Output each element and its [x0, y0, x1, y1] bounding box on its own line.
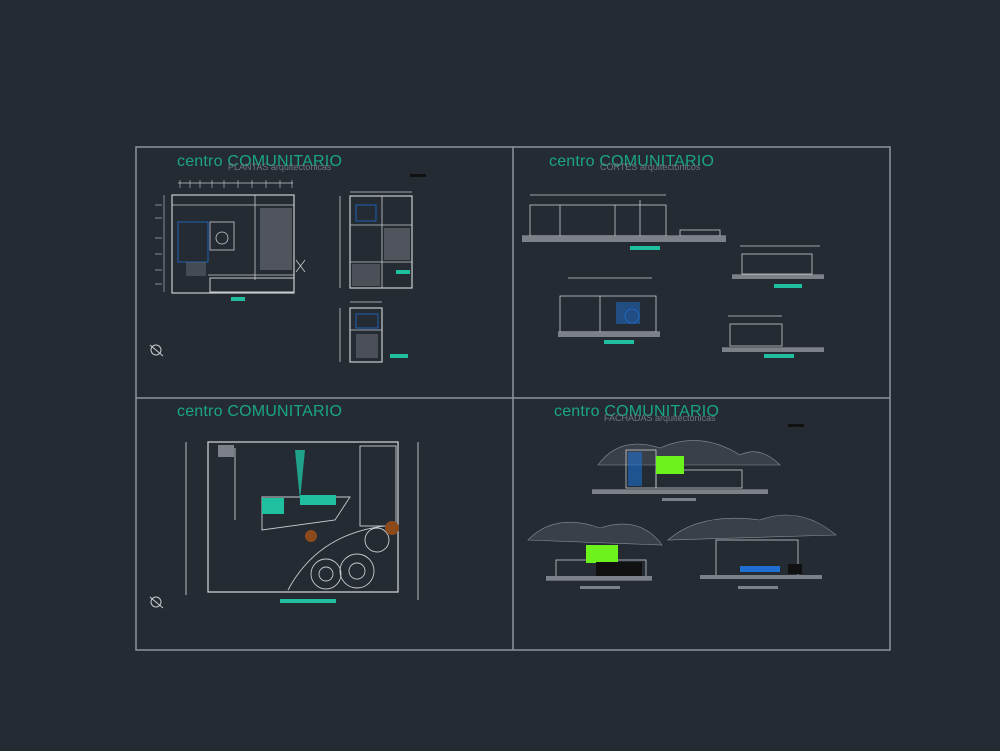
panel-plantas-drawings — [155, 180, 413, 363]
north-arrow-icon — [149, 344, 164, 357]
north-arrow-icon-2 — [149, 596, 164, 609]
panel-fachadas-fills — [546, 424, 822, 589]
panel-title-cortes: centro COMUNITARIO — [549, 153, 715, 170]
panel-title-conjunto: centro COMUNITARIO — [177, 403, 343, 420]
panel-title-plantas: centro COMUNITARIO — [177, 153, 343, 170]
panel-plantas-hatch — [186, 208, 410, 358]
panel-cortes-fills — [522, 236, 824, 358]
sheet-frame — [135, 146, 891, 651]
panel-cortes-drawings — [522, 194, 824, 349]
panel-title-fachadas: centro COMUNITARIO — [554, 403, 720, 420]
panel-conjunto-fills — [218, 445, 399, 603]
panel-plantas-labels — [231, 174, 426, 358]
panel-subtitle-plantas: PLANTAS arquitectonicas — [228, 162, 332, 172]
panel-fachadas-trees — [527, 440, 837, 546]
panel-subtitle-cortes: CORTES arquitectonicos — [600, 162, 701, 172]
panel-subtitle-fachadas: FACHADAS arquitectonicas — [604, 413, 716, 423]
